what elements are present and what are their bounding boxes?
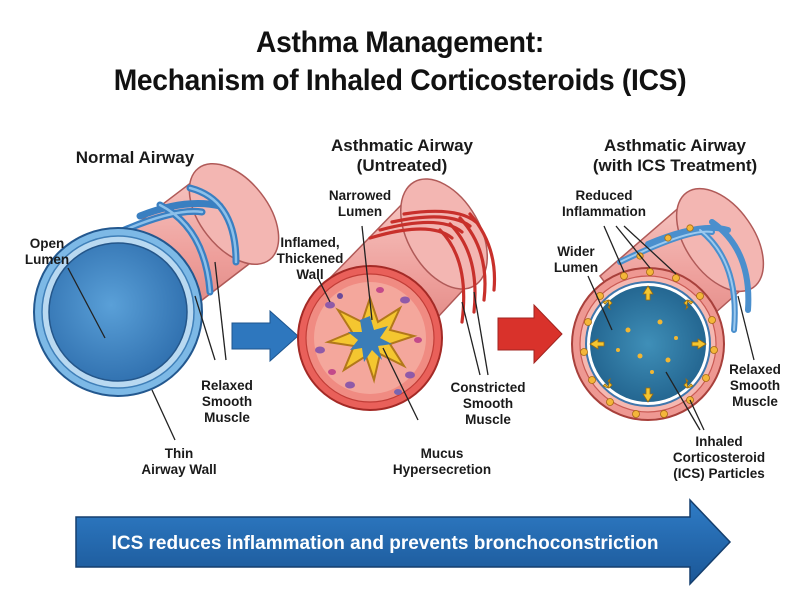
label-relaxed-smooth-muscle-normal: Relaxed Smooth Muscle (201, 378, 253, 425)
transition-arrow-2 (497, 303, 563, 365)
label-inflamed-thickened-wall: Inflamed, Thickened Wall (276, 235, 344, 282)
label-mucus-hypersecretion: Mucus Hypersecretion (392, 446, 492, 477)
treated-airway-title: Asthmatic Airway (with ICS Treatment) (592, 136, 758, 175)
title-line-2: Mechanism of Inhaled Corticosteroids (IC… (113, 64, 687, 97)
untreated-airway-title: Asthmatic Airway (Untreated) (330, 136, 474, 175)
label-relaxed-smooth-muscle-treated: Relaxed Smooth Muscle (729, 362, 781, 409)
label-thin-airway-wall: Thin Airway Wall (141, 446, 217, 477)
ics-action-arrows (589, 285, 707, 403)
inflammatory-cells (315, 287, 422, 395)
label-narrowed-lumen: Narrowed Lumen (328, 188, 392, 219)
label-wider-lumen: Wider Lumen (553, 244, 599, 275)
label-reduced-inflammation: Reduced Inflammation (561, 188, 646, 219)
transition-arrow-1 (231, 309, 299, 363)
treated-airway (571, 187, 765, 431)
ics-particles-in-lumen (616, 319, 678, 374)
title-line-1: Asthma Management: (256, 26, 544, 59)
summary-banner-arrow (75, 498, 732, 586)
label-constricted-smooth-muscle: Constricted Smooth Muscle (450, 380, 526, 427)
summary-banner-text: ICS reduces inflammation and prevents br… (111, 533, 659, 554)
label-open-lumen: Open Lumen (24, 236, 70, 267)
normal-airway (33, 162, 280, 441)
label-ics-particles: Inhaled Corticosteroid (ICS) Particles (672, 434, 766, 481)
normal-airway-title: Normal Airway (75, 148, 195, 167)
untreated-airway (297, 178, 497, 421)
